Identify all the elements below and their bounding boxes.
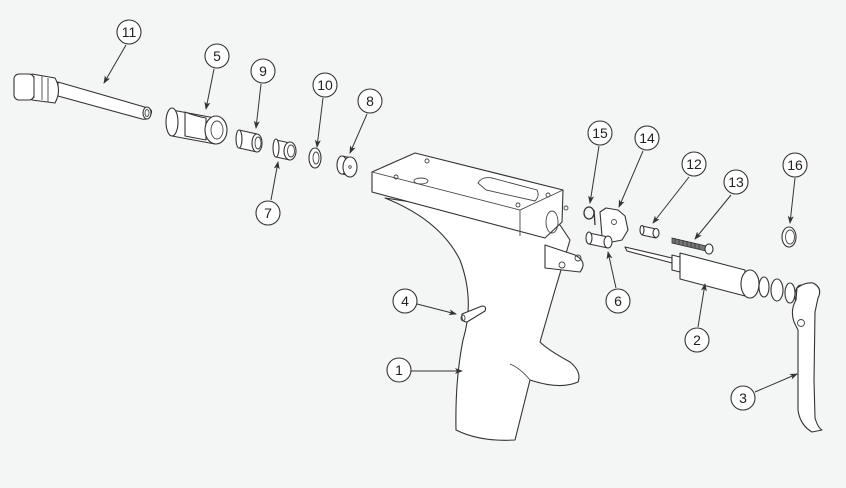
part-15-spring-clip	[583, 206, 596, 226]
svg-text:4: 4	[401, 293, 409, 309]
callout-4: 4	[392, 288, 418, 314]
part-11-hose-fitting	[13, 73, 153, 120]
part-12-pin	[639, 224, 660, 239]
svg-text:12: 12	[686, 156, 702, 172]
part-6-roller	[585, 231, 613, 249]
svg-text:15: 15	[592, 125, 608, 141]
callout-8: 8	[357, 88, 383, 114]
svg-text:10: 10	[317, 77, 333, 93]
callout-10: 10	[312, 72, 338, 98]
svg-text:8: 8	[366, 93, 374, 109]
part-3-trigger	[791, 282, 823, 433]
part-9-bushing	[235, 129, 263, 153]
svg-text:5: 5	[213, 48, 221, 64]
svg-text:11: 11	[122, 24, 137, 40]
callout-3: 3	[730, 385, 756, 411]
part-13-screw	[671, 237, 714, 255]
callout-15: 15	[587, 120, 613, 146]
svg-text:2: 2	[693, 332, 701, 348]
callout-2: 2	[684, 327, 710, 353]
callout-11: 11	[116, 19, 142, 45]
callout-16: 16	[782, 152, 808, 178]
callout-13: 13	[723, 169, 749, 195]
svg-text:13: 13	[728, 174, 744, 190]
callout-7: 7	[255, 200, 281, 226]
part-16-washer	[781, 226, 797, 248]
part-1-gun-body	[371, 152, 584, 441]
svg-text:7: 7	[264, 205, 272, 221]
svg-text:14: 14	[639, 130, 655, 146]
leader-lines	[103, 44, 798, 393]
callout-1: 1	[386, 357, 412, 383]
part-7-sleeve	[272, 138, 297, 161]
svg-text:1: 1	[395, 362, 403, 378]
callout-14: 14	[634, 125, 660, 151]
part-4-roll-pin	[460, 305, 487, 323]
svg-text:6: 6	[614, 293, 622, 309]
callout-12: 12	[681, 151, 707, 177]
callout-6: 6	[605, 288, 631, 314]
callout-9: 9	[250, 58, 276, 84]
svg-text:9: 9	[259, 63, 267, 79]
svg-text:16: 16	[787, 157, 803, 173]
part-8-cap	[336, 155, 358, 178]
callout-5: 5	[204, 43, 230, 69]
svg-text:3: 3	[739, 390, 747, 406]
part-10-o-ring	[308, 147, 322, 169]
part-5-adapter	[165, 107, 228, 145]
